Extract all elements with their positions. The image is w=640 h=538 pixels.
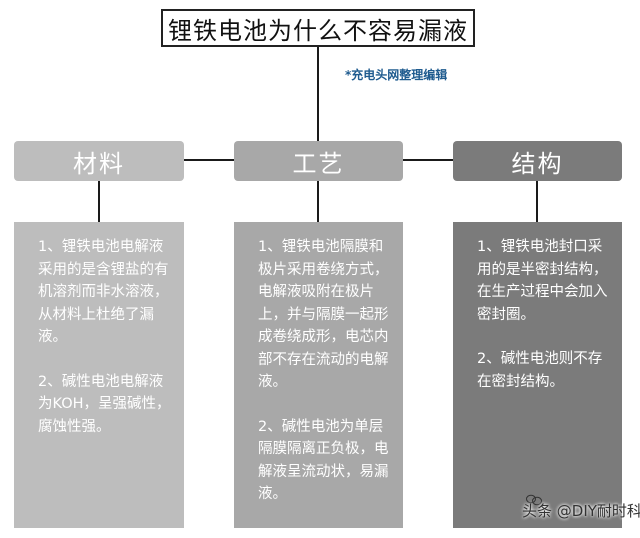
heading-materials: 材料 (14, 141, 184, 181)
connector-right-horizontal (403, 159, 453, 161)
diagram-title: 锂铁电池为什么不容易漏液 (161, 9, 475, 47)
structure-paragraph-1: 1、锂铁电池封口采用的是半密封结构，在生产过程中会加入密封圈。 (477, 239, 608, 323)
structure-box: 1、锂铁电池封口采用的是半密封结构，在生产过程中会加入密封圈。 2、碱性电池则不… (453, 222, 622, 528)
heading-structure: 结构 (453, 141, 622, 181)
heading-process: 工艺 (234, 141, 403, 181)
watermark-icon (526, 494, 542, 506)
credit-note: *充电头网整理编辑 (345, 68, 448, 82)
connector-col2-vertical (317, 181, 319, 222)
materials-paragraph-1: 1、锂铁电池电解液采用的是含锂盐的有机溶剂而非水溶液，从材料上杜绝了漏液。 (38, 239, 169, 345)
process-box: 1、锂铁电池隔膜和极片采用卷绕方式，电解液吸附在极片上，并与隔膜一起形成卷绕成形… (234, 222, 403, 528)
materials-paragraph-2: 2、碱性电池电解液为KOH，呈强碱性，腐蚀性强。 (38, 373, 171, 435)
process-paragraph-1: 1、锂铁电池隔膜和极片采用卷绕方式，电解液吸附在极片上，并与隔膜一起形成卷绕成形… (258, 239, 389, 390)
connector-left-horizontal (184, 159, 234, 161)
structure-paragraph-2: 2、碱性电池则不存在密封结构。 (477, 351, 603, 390)
connector-col3-vertical (536, 181, 538, 222)
connector-title-vertical (317, 47, 319, 141)
process-paragraph-2: 2、碱性电池为单层隔膜隔离正负极，电解液呈流动状，易漏液。 (258, 418, 389, 503)
connector-col1-vertical (98, 181, 100, 222)
watermark-text: 头条 @DIY耐时科技 (522, 502, 640, 520)
materials-box: 1、锂铁电池电解液采用的是含锂盐的有机溶剂而非水溶液，从材料上杜绝了漏液。 2、… (14, 222, 184, 528)
